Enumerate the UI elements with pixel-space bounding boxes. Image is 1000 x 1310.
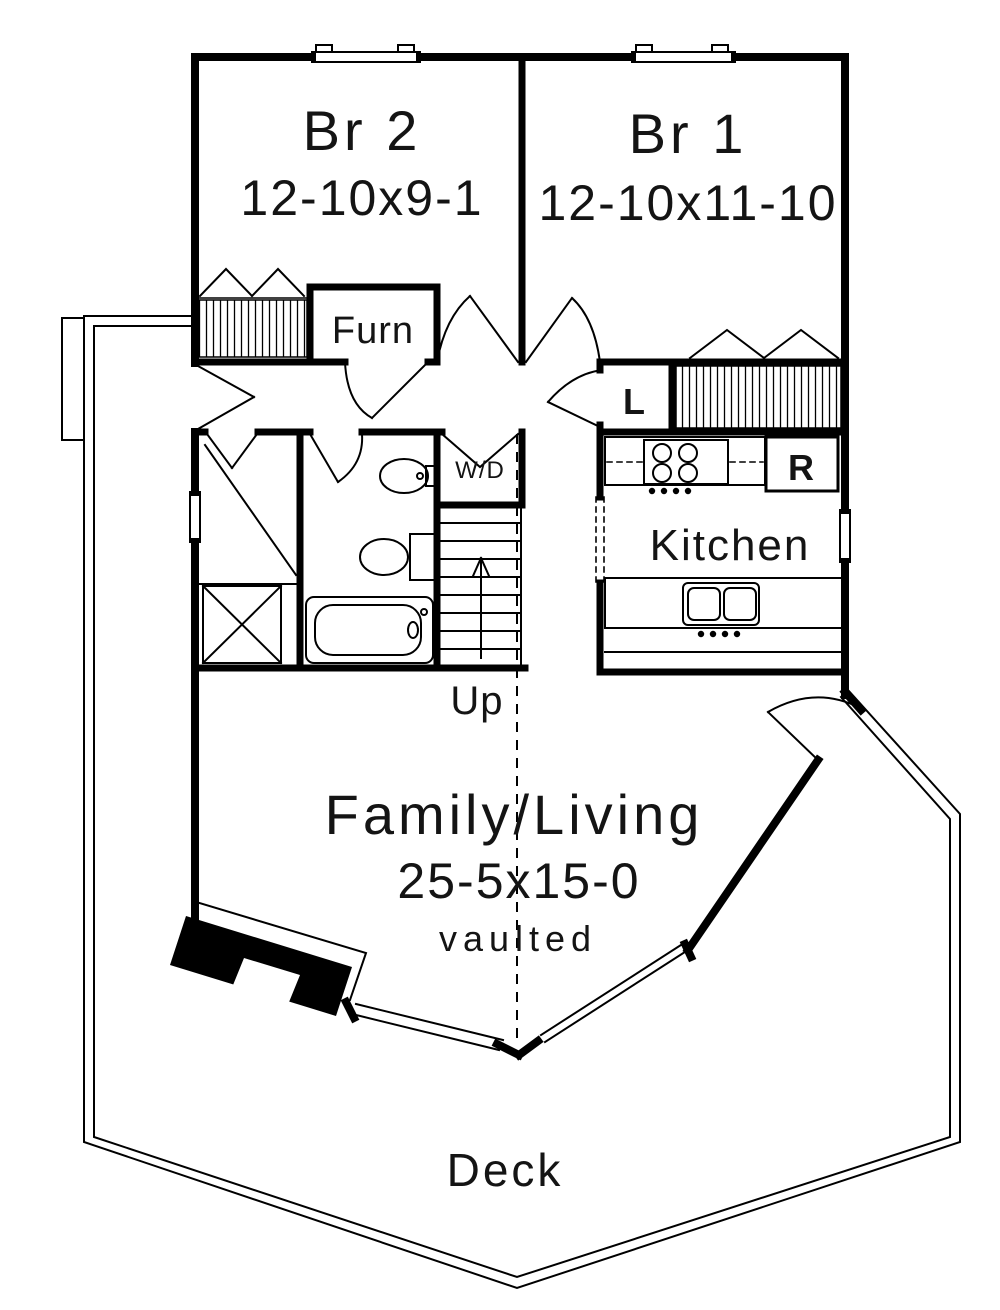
bedroom2-dims: 12-10x9-1 — [240, 170, 483, 226]
family-living-dims: 25-5x15-0 — [397, 853, 640, 909]
stairs-up-label: Up — [450, 679, 503, 723]
bathroom-fixtures — [305, 458, 437, 664]
closet-hatch — [194, 295, 842, 429]
doors — [196, 267, 862, 762]
family-living-label: Family/Living — [325, 783, 704, 846]
linen-label: L — [623, 381, 645, 422]
fireplace — [170, 900, 368, 1016]
refrigerator-label: R — [788, 447, 814, 488]
labels: Br 2 12-10x9-1 Br 1 12-10x11-10 Furn L W… — [240, 99, 837, 1196]
bedroom1-label: Br 1 — [629, 102, 748, 165]
deck-label: Deck — [447, 1144, 564, 1196]
bedroom1-dims: 12-10x11-10 — [538, 175, 837, 231]
windows — [189, 44, 851, 1052]
kitchen-fixtures — [595, 435, 846, 653]
family-living-note: vaulted — [439, 918, 597, 959]
kitchen-label: Kitchen — [650, 521, 811, 570]
washer-dryer-label: W/D — [455, 457, 505, 484]
storage-room — [196, 443, 300, 665]
furnace-label: Furn — [332, 310, 414, 352]
stairs — [438, 504, 522, 669]
bedroom2-label: Br 2 — [303, 99, 422, 162]
deck-railing — [61, 315, 961, 1290]
